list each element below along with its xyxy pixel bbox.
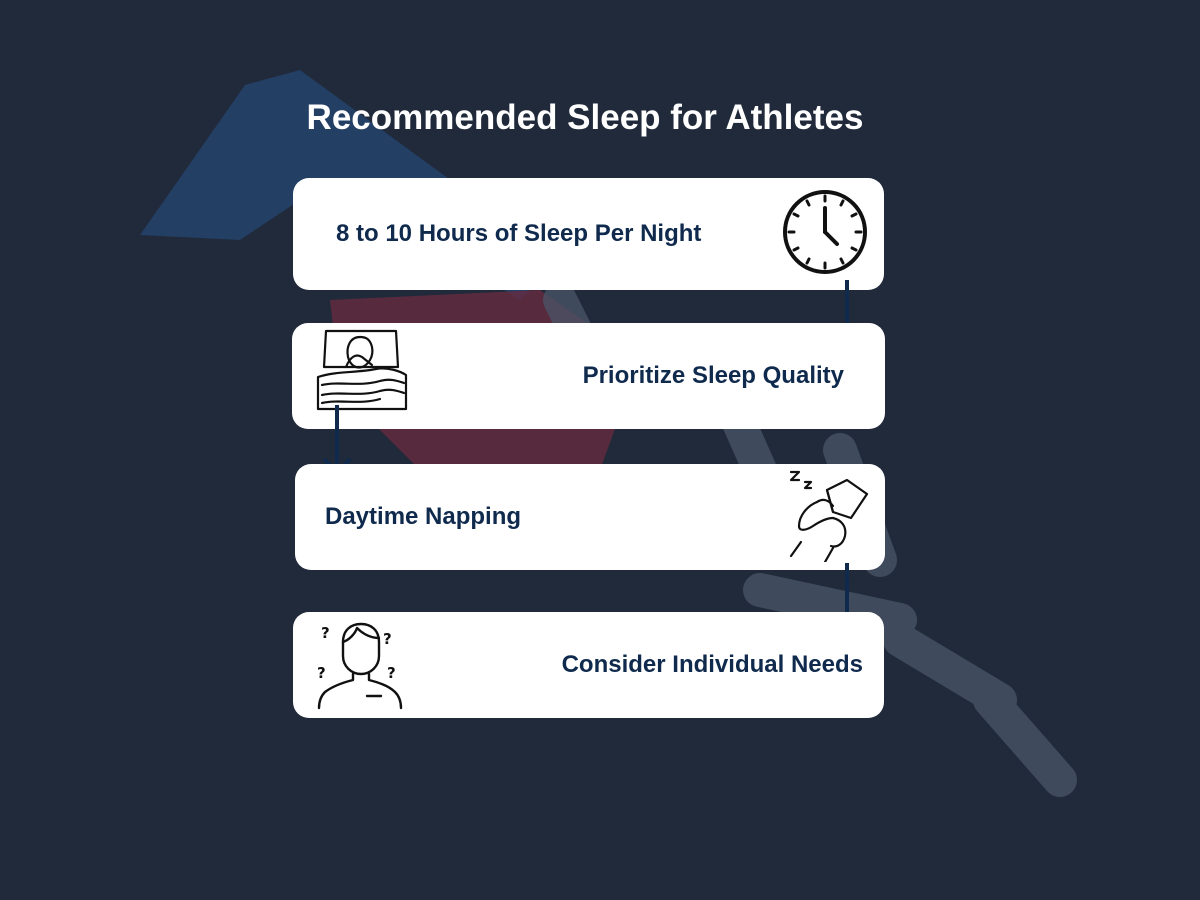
sleeping-in-bed-icon bbox=[316, 329, 408, 411]
napping-person-icon bbox=[789, 470, 869, 562]
step-label-sleep-hours: 8 to 10 Hours of Sleep Per Night bbox=[336, 220, 702, 247]
confused-person-icon: ? ? ? ? bbox=[317, 622, 403, 710]
step-card-individual-needs: ? ? ? ? Consider Individual Needs bbox=[293, 612, 884, 718]
svg-text:?: ? bbox=[383, 630, 392, 648]
step-label-individual-needs: Consider Individual Needs bbox=[561, 651, 863, 678]
svg-text:?: ? bbox=[387, 664, 396, 682]
clock-icon bbox=[783, 190, 867, 274]
page-title: Recommended Sleep for Athletes bbox=[306, 98, 864, 137]
step-label-sleep-quality: Prioritize Sleep Quality bbox=[582, 362, 844, 389]
step-card-sleep-quality: Prioritize Sleep Quality bbox=[292, 323, 885, 429]
step-label-daytime-napping: Daytime Napping bbox=[325, 503, 522, 530]
svg-text:?: ? bbox=[317, 664, 326, 682]
step-card-sleep-hours: 8 to 10 Hours of Sleep Per Night bbox=[293, 178, 884, 290]
svg-text:?: ? bbox=[321, 624, 330, 642]
step-card-daytime-napping: Daytime Napping bbox=[295, 464, 885, 570]
